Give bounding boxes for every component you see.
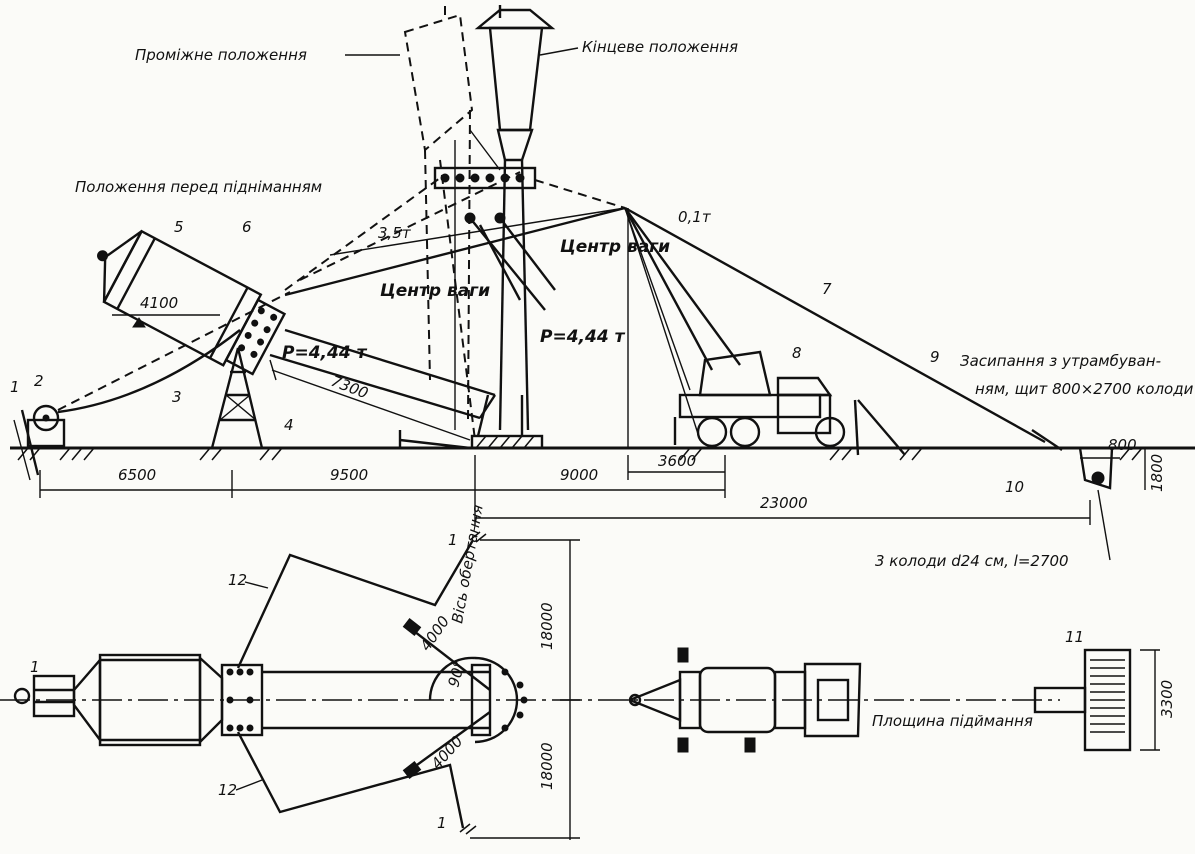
dim-3600: 3600: [658, 452, 696, 470]
label-position-before-lifting: Положення перед підніманням: [75, 178, 322, 196]
callout-12a: 12: [228, 571, 247, 589]
stay-cable-7: [624, 206, 1046, 444]
pivot-foundation: [470, 394, 544, 450]
callout-3: 3: [172, 388, 182, 406]
callout-10: 10: [1005, 478, 1024, 496]
crane-8: [623, 207, 846, 448]
callout-5: 5: [174, 218, 184, 236]
label-load-right: P=4,44 т: [540, 327, 626, 347]
label-final-position: Кінцеве положення: [582, 38, 738, 56]
label-logs-spec: 3 колоди d24 см, l=2700: [875, 552, 1069, 570]
dimension-4100: 4100: [112, 294, 220, 328]
callout-12b: 12: [218, 781, 237, 799]
label-rotation-axis: Вісь обертання: [448, 503, 487, 624]
label-backfill-1: Засипання з утрамбуван-: [960, 352, 1161, 370]
label-intermediate-position: Проміжне положення: [135, 46, 307, 64]
dimension-7300: 7300: [269, 359, 471, 441]
hopper-legs-initial: [269, 328, 497, 450]
label-force-left: 3,5т: [378, 224, 412, 242]
center-gravity-lines: [469, 217, 556, 311]
label-lifting-plane: Площина підймання: [872, 712, 1033, 730]
winch-2: [26, 404, 66, 448]
dim-18000-top: 18000: [538, 602, 556, 650]
dim-800: 800: [1108, 436, 1137, 454]
dim-3300: 3300: [1158, 680, 1176, 718]
callout-11: 11: [1065, 628, 1084, 646]
callout-6: 6: [242, 218, 252, 236]
cables-to-crane: [284, 171, 626, 297]
plan-crane: [626, 647, 862, 753]
label-force-top: 0,1т: [678, 208, 712, 226]
callout-1b: 1: [30, 658, 40, 676]
callout-1d: 1: [437, 814, 447, 832]
anchor-1-left: [13, 409, 40, 481]
label-load-left: P=4,44 т: [282, 343, 368, 363]
dim-18000-bottom: 18000: [538, 742, 556, 790]
callout-8: 8: [792, 344, 802, 362]
logs-leader: [1097, 489, 1111, 561]
hopper-5-initial: [97, 229, 287, 376]
cable-3: [57, 329, 241, 414]
dim-23000: 23000: [760, 494, 808, 512]
dim-90: 90°: [444, 659, 468, 689]
support-trestle-4: [210, 347, 264, 450]
callout-1c: 1: [448, 531, 458, 549]
callout-1: 1: [10, 378, 20, 396]
hopper-final-position: [454, 5, 556, 431]
dim-1800: 1800: [1148, 454, 1166, 492]
plan-deadman-11: 3300: [1033, 648, 1176, 752]
plan-hopper: [98, 653, 490, 747]
dim-6500: 6500: [118, 466, 156, 484]
ramp-9: [853, 399, 906, 456]
dimension-chain-ground: 6500 9500 9000 3600 23000 800 1800: [39, 436, 1166, 525]
plan-anchors: [459, 531, 487, 835]
label-backfill-2: ням, щит 800×2700 колоди: [975, 380, 1194, 398]
callout-2: 2: [34, 372, 44, 390]
deadman-anchor-10: [1031, 429, 1114, 490]
callout-7: 7: [822, 280, 832, 298]
plan-guy-ropes-12: [236, 539, 491, 829]
plan-dimensions: 18000 18000 4000 4000 90° Вісь обертання: [417, 503, 580, 840]
dim-9000: 9000: [560, 466, 598, 484]
dim-4100-label: 4100: [140, 294, 178, 312]
plan-pivot: [428, 656, 528, 744]
callout-4: 4: [284, 416, 294, 434]
ground-line: [10, 446, 1195, 461]
label-center-gravity-left: Центр ваги: [380, 281, 490, 301]
callout-9: 9: [930, 348, 940, 366]
label-center-gravity-right: Центр ваги: [560, 237, 670, 257]
support-ring-cluster: [433, 166, 537, 224]
dim-9500: 9500: [330, 466, 368, 484]
